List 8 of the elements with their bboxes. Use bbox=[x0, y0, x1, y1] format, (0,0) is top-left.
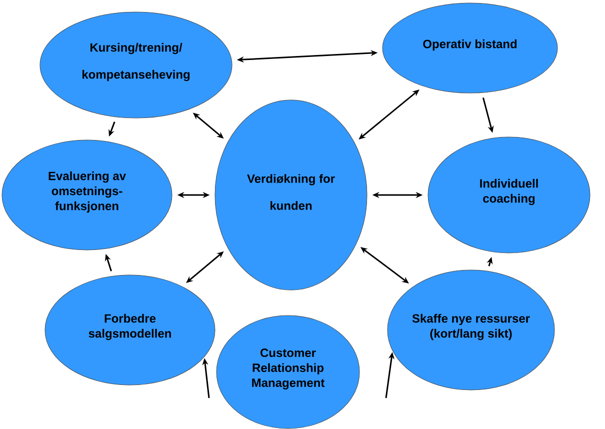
bubble: Forbedre salgsmodellen bbox=[44, 274, 216, 386]
bubble: Operativ bistand bbox=[382, 2, 558, 94]
bubble: Kursing/trening/ kompetanseheving bbox=[40, 12, 232, 118]
bubble: Evaluering av omsetnings- funksjonen bbox=[2, 140, 172, 250]
bubble: Skaffe nye ressurser (kort/lang sikt) bbox=[387, 270, 555, 390]
bubble: Verdiøkning for kunden bbox=[214, 100, 368, 290]
bubble: Individuell coaching bbox=[428, 136, 590, 254]
bubble: Customer Relationship Management bbox=[216, 315, 360, 429]
